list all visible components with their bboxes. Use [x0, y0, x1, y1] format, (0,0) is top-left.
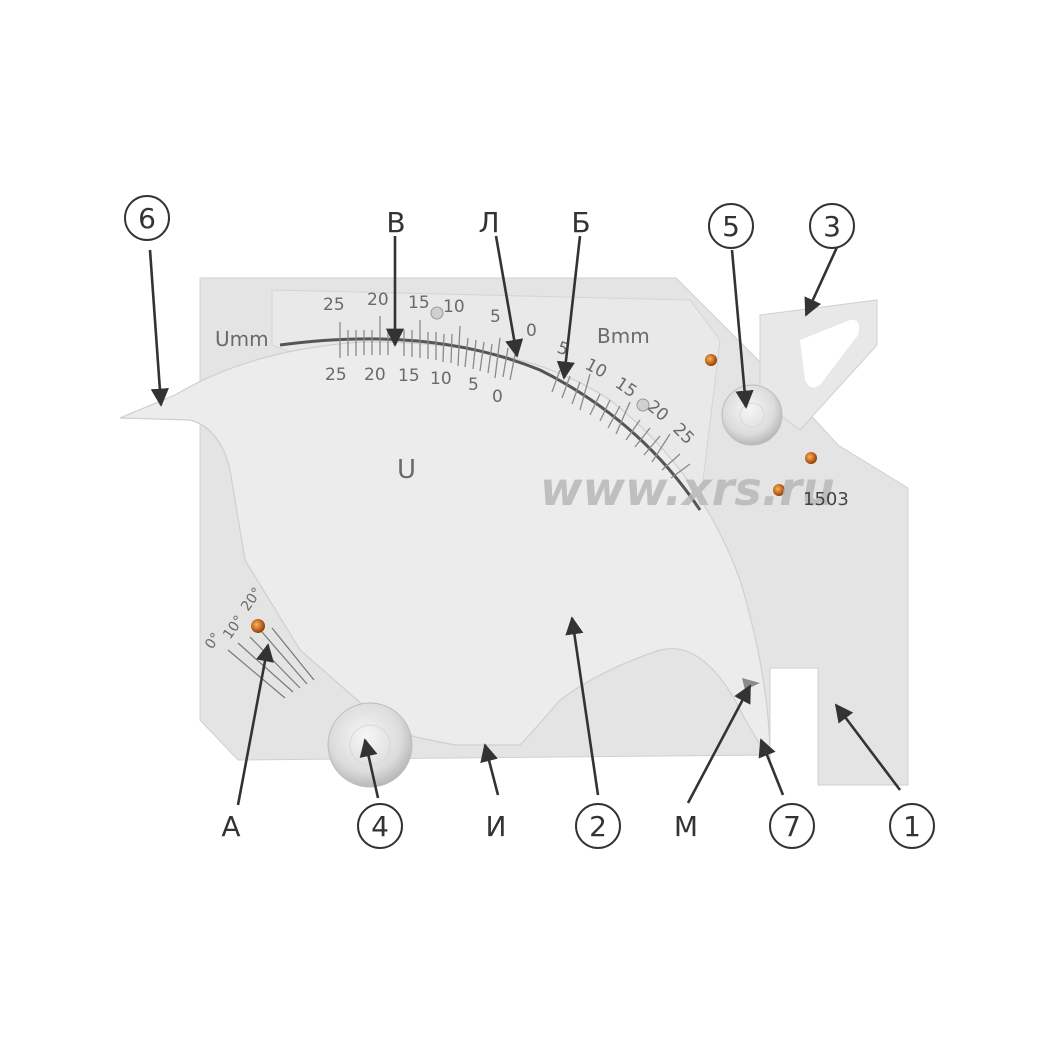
angle-0: 0° [202, 630, 224, 652]
u-label: U [397, 455, 416, 485]
upper-tick-0: 0 [526, 321, 537, 341]
front-blade [119, 337, 771, 762]
lower-tick-10: 10 [430, 369, 452, 389]
svg-text:3: 3 [823, 210, 841, 243]
lower-tick-5: 5 [468, 375, 479, 395]
lower-tick-25: 25 [325, 365, 347, 385]
callout-5: 5 [708, 203, 754, 249]
svg-text:6: 6 [138, 202, 156, 235]
lower-tick-0: 0 [492, 387, 503, 407]
pin-icon [430, 306, 444, 320]
rivet-icon [773, 484, 785, 496]
rivet-icon [251, 619, 265, 633]
lower-tick-15: 15 [398, 366, 420, 386]
rivet-icon [705, 354, 717, 366]
callout-letters: В Л Б А И М [221, 206, 698, 843]
svg-text:4: 4 [371, 810, 389, 843]
knob-4 [327, 702, 413, 788]
knob-5 [721, 384, 783, 446]
callout-1: 1 [889, 803, 935, 849]
slotted-tab [759, 299, 878, 431]
watermark: www.xrs.ru [540, 462, 835, 516]
u-mm-label: Umm [215, 327, 269, 351]
callout-v: В [386, 206, 405, 239]
upper-tick-15: 15 [408, 293, 430, 313]
callout-m: М [674, 810, 698, 843]
svg-text:1: 1 [903, 810, 921, 843]
callout-6: 6 [124, 195, 170, 241]
callout-4: 4 [357, 803, 403, 849]
lower-tick-20: 20 [364, 365, 386, 385]
callout-2: 2 [575, 803, 621, 849]
rivets [251, 306, 817, 633]
callout-7: 7 [769, 803, 815, 849]
callout-3: 3 [809, 203, 855, 249]
upper-scale-ticks [339, 316, 517, 381]
pin-icon [636, 398, 650, 412]
upper-tick-10: 10 [443, 297, 465, 317]
scale-labels: Umm Bmm U 25 20 15 10 5 0 25 20 15 10 5 … [215, 290, 698, 485]
upper-tick-25: 25 [323, 295, 345, 315]
b-scale-ticks [551, 369, 691, 479]
callout-a: А [221, 810, 240, 843]
callout-b: Б [571, 206, 590, 239]
upper-tick-5: 5 [490, 307, 501, 327]
svg-text:7: 7 [783, 810, 801, 843]
svg-text:5: 5 [722, 210, 740, 243]
svg-text:2: 2 [589, 810, 607, 843]
callout-arrows [148, 235, 902, 806]
callout-i: И [486, 810, 507, 843]
rivet-icon [805, 452, 817, 464]
b-mm-label: Bmm [597, 324, 650, 348]
model-number: 1503 [803, 489, 849, 510]
upper-tick-20: 20 [367, 290, 389, 310]
callout-l: Л [478, 206, 499, 239]
